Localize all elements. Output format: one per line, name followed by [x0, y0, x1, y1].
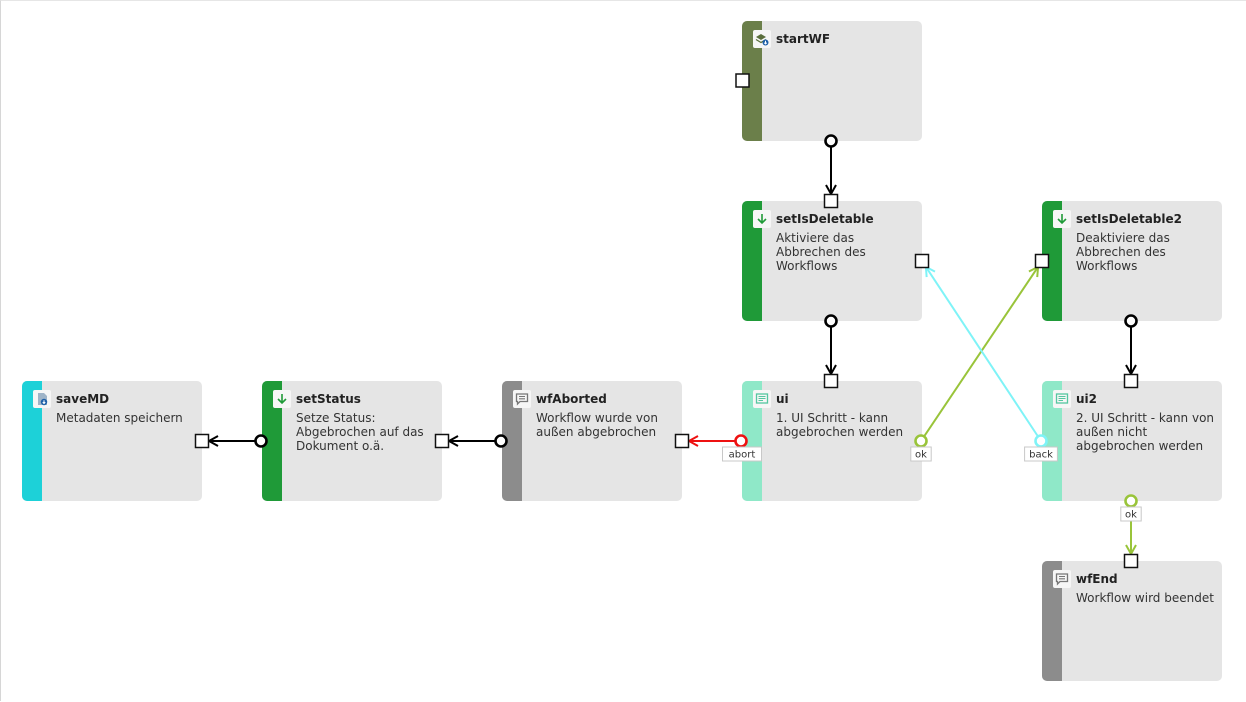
edge-setStatus-saveMD[interactable] — [194, 433, 268, 449]
input-port[interactable] — [1123, 553, 1139, 569]
output-port[interactable] — [734, 434, 748, 448]
node-title: setStatus — [296, 392, 361, 406]
node-type-stripe — [742, 21, 762, 141]
edge-ui-setIsDeletable2[interactable]: ok — [910, 253, 1050, 462]
node-type-stripe — [262, 381, 282, 501]
node-description: 1. UI Schritt - kann abgebrochen werden — [776, 411, 904, 439]
edge-wfAborted-setStatus[interactable] — [434, 433, 508, 449]
edge-label: ok — [1125, 510, 1137, 521]
output-port[interactable] — [494, 434, 508, 448]
input-port[interactable] — [823, 193, 839, 209]
input-port[interactable] — [434, 433, 450, 449]
form-icon — [1053, 390, 1071, 408]
node-ui2[interactable]: ui2 2. UI Schritt - kann von außen nicht … — [1042, 381, 1222, 501]
edge-ui-wfAborted[interactable]: abort — [674, 433, 762, 462]
form-icon — [753, 390, 771, 408]
edge-setIsDeletable-ui[interactable] — [823, 314, 839, 389]
edge-ui2-wfEnd[interactable]: ok — [1120, 494, 1142, 569]
node-description: Setze Status: Abgebrochen auf das Dokume… — [296, 411, 424, 453]
node-ui[interactable]: ui 1. UI Schritt - kann abgebrochen werde… — [742, 381, 922, 501]
output-port[interactable] — [1034, 434, 1048, 448]
node-type-stripe — [742, 201, 762, 321]
node-title: wfEnd — [1076, 572, 1118, 586]
arrow-down-icon — [1053, 210, 1071, 228]
edge-label-box — [1120, 506, 1142, 522]
output-port[interactable] — [824, 314, 838, 328]
node-title: ui2 — [1076, 392, 1098, 406]
edge-label: abort — [729, 450, 756, 461]
arrow-down-icon — [753, 210, 771, 228]
node-title: saveMD — [56, 392, 110, 406]
node-type-stripe — [1042, 561, 1062, 681]
output-port[interactable] — [824, 134, 838, 148]
edge-label-box — [722, 446, 762, 462]
node-description: Deaktiviere das Abbrechen des Workflows — [1076, 231, 1170, 273]
input-port[interactable] — [823, 373, 839, 389]
node-description: 2. UI Schritt - kann von außen nicht abg… — [1076, 411, 1215, 453]
input-port[interactable] — [914, 253, 930, 269]
node-description: Aktiviere das Abbrechen des Workflows — [776, 231, 866, 273]
node-type-stripe — [22, 381, 42, 501]
node-saveMD[interactable]: saveMD Metadaten speichern — [22, 381, 202, 501]
edge-line — [925, 266, 1039, 437]
output-port[interactable] — [914, 434, 928, 448]
message-icon — [1053, 570, 1071, 588]
edge-label: back — [1029, 450, 1053, 461]
node-type-stripe — [1042, 381, 1062, 501]
edge-label-box — [1024, 446, 1058, 462]
input-port[interactable] — [674, 433, 690, 449]
output-port[interactable] — [254, 434, 268, 448]
node-title: ui — [776, 392, 789, 406]
edge-startWF-setIsDeletable[interactable] — [823, 134, 839, 209]
input-port[interactable] — [194, 433, 210, 449]
layers-export-icon — [753, 30, 771, 48]
input-port[interactable] — [735, 73, 750, 88]
output-port[interactable] — [1124, 314, 1138, 328]
node-startWF[interactable]: startWF — [742, 21, 922, 141]
node-description: Workflow wird beendet — [1076, 591, 1214, 605]
edge-label-box — [910, 446, 932, 462]
node-title: setIsDeletable — [776, 212, 874, 226]
output-port[interactable] — [1124, 494, 1138, 508]
edge-ui2-setIsDeletable[interactable]: back — [914, 253, 1058, 462]
input-port[interactable] — [1123, 373, 1139, 389]
node-type-stripe — [502, 381, 522, 501]
node-description: Metadaten speichern — [56, 411, 183, 425]
document-save-icon — [33, 390, 51, 408]
edge-setIsDeletable2-ui2[interactable] — [1123, 314, 1139, 389]
node-type-stripe — [742, 381, 762, 501]
input-port[interactable] — [1034, 253, 1050, 269]
node-title: startWF — [776, 32, 831, 46]
message-icon — [513, 390, 531, 408]
arrow-down-icon — [273, 390, 291, 408]
node-title: wfAborted — [536, 392, 607, 406]
edge-label: ok — [915, 450, 927, 461]
node-description: Workflow wurde von außen abgebrochen — [536, 411, 658, 439]
node-type-stripe — [1042, 201, 1062, 321]
node-title: setIsDeletable2 — [1076, 212, 1183, 226]
